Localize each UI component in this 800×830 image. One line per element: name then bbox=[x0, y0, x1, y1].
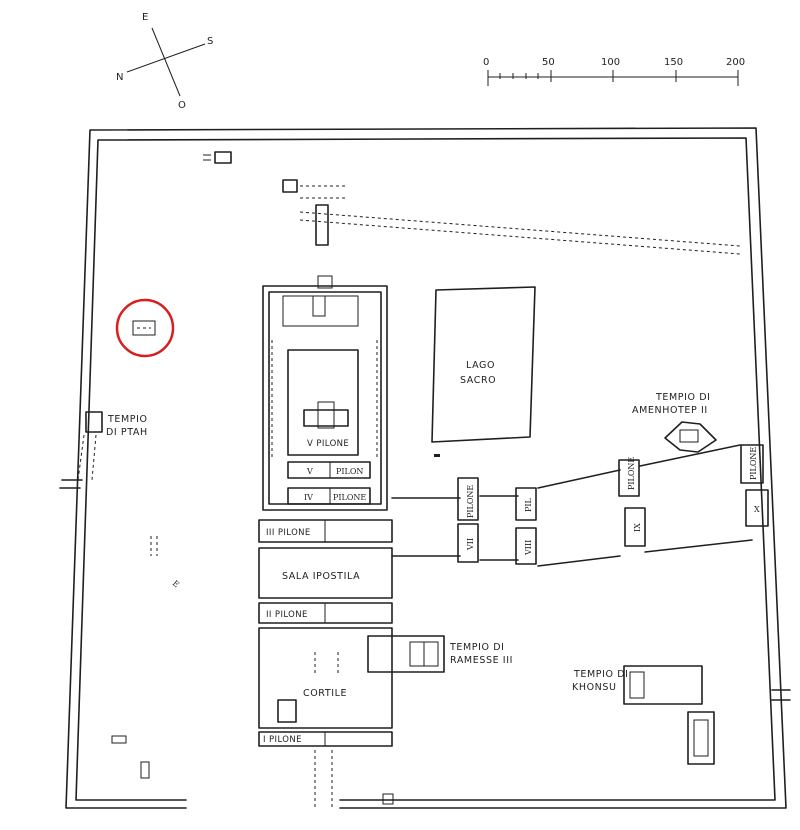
compass-east-label: E bbox=[142, 12, 148, 23]
label-pilone-vii: PILONE bbox=[466, 485, 475, 518]
label-tempio-ptah-2: DI PTAH bbox=[106, 427, 148, 438]
scale-tick-200: 200 bbox=[726, 57, 745, 68]
ptah-temple: TEMPIO DI PTAH bbox=[77, 411, 148, 481]
label-e-marker: E bbox=[171, 579, 181, 590]
label-v: V bbox=[306, 467, 313, 476]
scale-tick-150: 150 bbox=[664, 57, 683, 68]
label-khonsu-2: KHONSU bbox=[572, 682, 617, 693]
label-sacro: SACRO bbox=[460, 375, 496, 386]
label-iii-pilone: III PILONE bbox=[266, 528, 311, 538]
highlight-circle bbox=[115, 298, 175, 358]
label-cortile: CORTILE bbox=[303, 688, 347, 699]
hypostyle-complex: III PILONE SALA IPOSTILA II PILONE CORTI… bbox=[258, 519, 393, 808]
label-vii: VII bbox=[466, 538, 475, 551]
label-sala-ipostila: SALA IPOSTILA bbox=[282, 571, 360, 582]
central-temple: V PILONE V PILON IV PILONE bbox=[262, 275, 388, 511]
sacred-lake: LAGO SACRO bbox=[431, 286, 536, 457]
label-khonsu-1: TEMPIO DI bbox=[573, 669, 629, 680]
scale-tick-100: 100 bbox=[601, 57, 620, 68]
compass-south-label: S bbox=[207, 36, 213, 47]
amenhotep-temple: TEMPIO DI AMENHOTEP II bbox=[632, 392, 717, 453]
label-lago: LAGO bbox=[466, 360, 495, 371]
western-structures: E bbox=[111, 536, 394, 805]
scale-tick-50: 50 bbox=[542, 57, 555, 68]
label-ramesse-2: RAMESSE III bbox=[450, 655, 513, 666]
khonsu-temple: TEMPIO DI KHONSU bbox=[572, 665, 715, 765]
southern-axis: PILONE VII PIL VIII PILONE IX PILONE X bbox=[391, 444, 769, 567]
ramesse-temple: TEMPIO DI RAMESSE III bbox=[367, 635, 513, 673]
label-pil-viii: PIL bbox=[524, 497, 533, 512]
label-ramesse-1: TEMPIO DI bbox=[449, 642, 505, 653]
label-tempio-ptah-1: TEMPIO bbox=[107, 414, 148, 425]
scale-tick-0: 0 bbox=[483, 57, 489, 68]
label-pilone-x: PILONE bbox=[749, 447, 758, 480]
scale-bar: 0 50 100 150 200 bbox=[483, 57, 745, 86]
label-pilone-ix: PILONE bbox=[627, 457, 636, 490]
label-amenhotep-1: TEMPIO DI bbox=[655, 392, 711, 403]
highlighted-structure bbox=[115, 298, 175, 358]
label-viii: VIII bbox=[524, 540, 533, 556]
label-i-pilone: I PILONE bbox=[263, 735, 302, 745]
label-v-pilone-inner: V PILONE bbox=[307, 439, 349, 449]
label-ii-pilone: II PILONE bbox=[266, 610, 308, 620]
label-ix: IX bbox=[633, 523, 642, 532]
label-pilon: PILON bbox=[336, 467, 363, 476]
compass-rose: E S N O bbox=[116, 12, 213, 111]
compass-north-label: N bbox=[116, 72, 123, 83]
label-pilone-iv: PILONE bbox=[333, 493, 366, 502]
compass-west-label: O bbox=[178, 100, 186, 111]
label-x: X bbox=[754, 505, 760, 514]
northern-structures bbox=[203, 151, 741, 255]
enclosure-wall bbox=[59, 127, 791, 809]
label-amenhotep-2: AMENHOTEP II bbox=[632, 405, 708, 416]
label-iv: IV bbox=[304, 493, 313, 502]
